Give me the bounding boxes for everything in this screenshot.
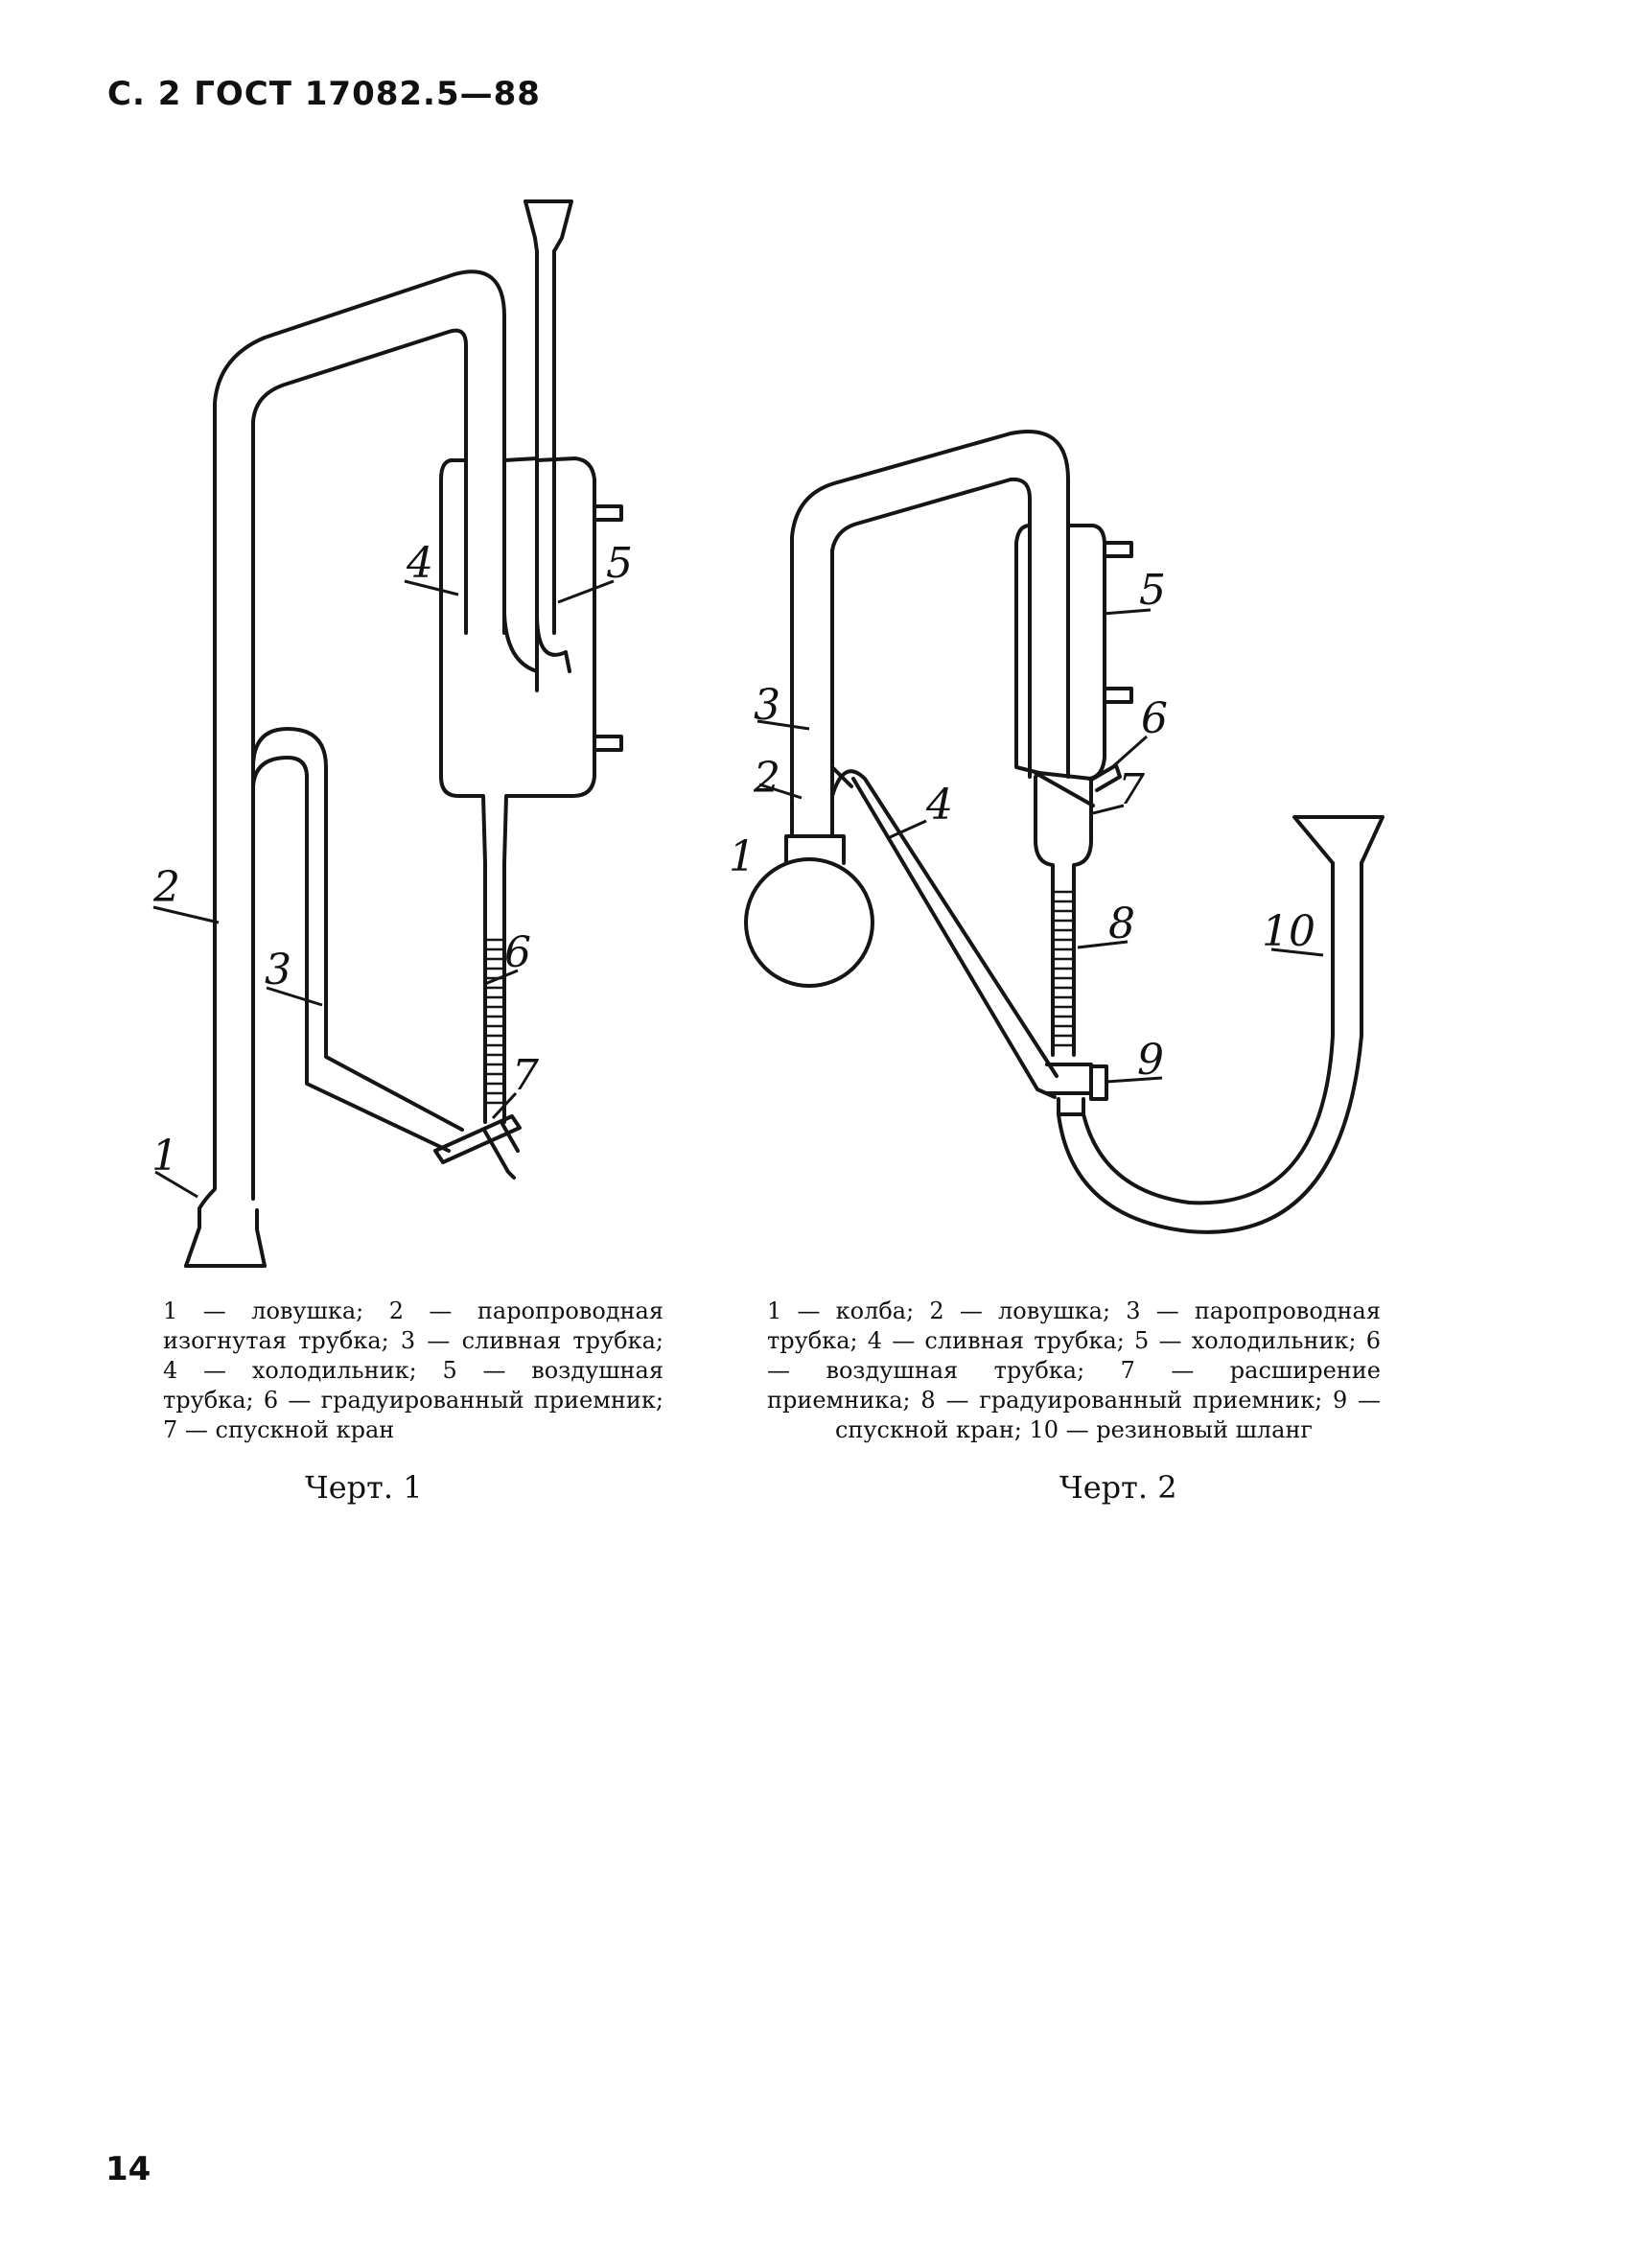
fig2-label-1: 1 (729, 832, 756, 881)
fig2-rubber-hose (1057, 861, 1363, 1234)
fig1-label-5: 5 (606, 539, 633, 588)
fig1-siphon-tube (251, 756, 451, 1153)
fig1-label-3: 3 (265, 946, 291, 994)
fig1-label-7: 7 (512, 1051, 539, 1100)
figure1-title: Черт. 1 (305, 1469, 423, 1506)
page-header: С. 2 ГОСТ 17082.5—88 (107, 75, 541, 113)
fig2-label-6: 6 (1141, 694, 1168, 743)
fig2-label-4: 4 (925, 781, 953, 830)
fig2-graduations (1051, 890, 1076, 1047)
fig1-label-2: 2 (152, 863, 180, 912)
fig1-stopcock (433, 1114, 522, 1164)
fig2-label-9: 9 (1137, 1036, 1164, 1085)
fig1-trap (184, 746, 217, 1268)
fig1-graduations (483, 938, 506, 1105)
fig2-label-2: 2 (753, 754, 780, 803)
fig2-vapor-tube (790, 430, 1070, 838)
figure2-drawing (744, 430, 1385, 1234)
fig2-label-3: 3 (754, 681, 780, 730)
fig2-flask (744, 857, 874, 988)
fig1-vapor-tube (213, 269, 506, 750)
fig1-label-1: 1 (151, 1132, 178, 1181)
fig1-label-6: 6 (504, 928, 531, 977)
figure2-caption: 1 — колба; 2 — ловушка; 3 — паропроводна… (767, 1298, 1381, 1443)
fig1-air-tube (535, 249, 571, 673)
figure1-caption: 1 — ловушка; 2 — паропроводная изогнутая… (163, 1298, 663, 1443)
fig2-air-tube (1091, 763, 1122, 792)
fig1-condenser (439, 458, 487, 1124)
fig2-label-10: 10 (1262, 907, 1315, 956)
fig2-receiver-expansion (1037, 771, 1093, 1057)
fig2-siphon-tube (830, 769, 1059, 1078)
fig2-condenser (1014, 524, 1041, 775)
fig2-label-8: 8 (1108, 900, 1135, 948)
fig2-label-7: 7 (1118, 765, 1145, 814)
figure1-drawing (184, 199, 623, 1268)
fig2-label-5: 5 (1139, 566, 1166, 615)
figure2-title: Черт. 2 (1059, 1469, 1177, 1506)
fig1-label-4: 4 (406, 539, 433, 588)
page-number: 14 (105, 2150, 151, 2188)
